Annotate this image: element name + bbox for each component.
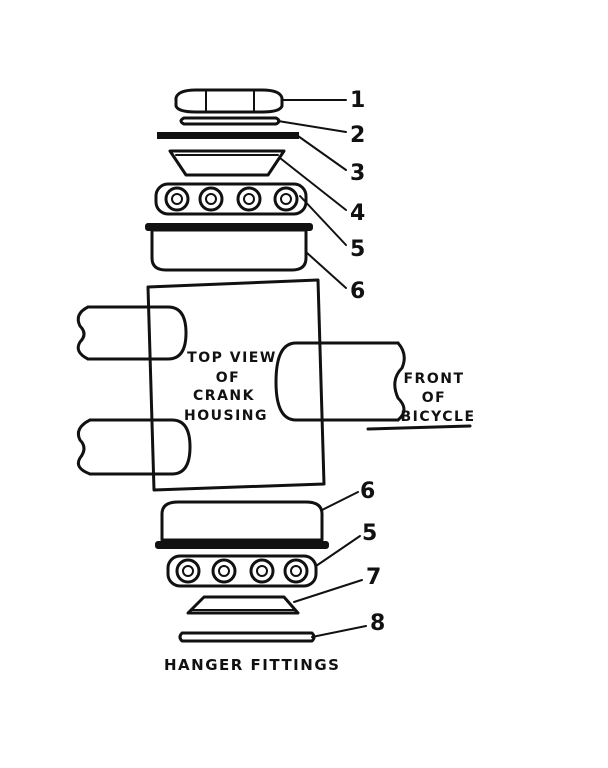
part-5-ball-retainer-top bbox=[154, 182, 308, 216]
left-lower-tube bbox=[76, 418, 192, 476]
callout-5-top: 5 bbox=[350, 237, 365, 262]
front-pointer-line bbox=[366, 424, 472, 431]
part-6-bearing-cup-bottom bbox=[155, 500, 329, 549]
callout-1: 1 bbox=[350, 88, 365, 113]
part-6-bearing-cup-top bbox=[145, 223, 313, 272]
callout-6-bottom: 6 bbox=[360, 479, 375, 504]
right-tube bbox=[274, 341, 406, 422]
part-8-axle bbox=[178, 631, 316, 643]
part-2-washer bbox=[179, 116, 281, 126]
part-4-adjustable-cone bbox=[168, 149, 286, 177]
diagram-caption: HANGER FITTINGS bbox=[164, 656, 340, 674]
leader-lines bbox=[277, 99, 367, 638]
callout-3: 3 bbox=[350, 161, 365, 186]
crank-housing bbox=[146, 278, 326, 492]
part-3-key-washer bbox=[157, 132, 299, 139]
front-of-bicycle-label: FRONT OF BICYCLE bbox=[400, 371, 475, 425]
housing-label-line4: HOUSING bbox=[184, 408, 268, 424]
housing-label-line2: OF bbox=[216, 370, 240, 386]
front-label-line2: OF bbox=[422, 390, 446, 406]
callout-4: 4 bbox=[350, 201, 365, 226]
callout-5-bottom: 5 bbox=[362, 521, 377, 546]
housing-label-line1: TOP VIEW bbox=[187, 350, 277, 366]
callout-7: 7 bbox=[366, 565, 381, 590]
part-7-fixed-cone bbox=[186, 595, 300, 615]
callout-2: 2 bbox=[350, 123, 365, 148]
front-label-line1: FRONT bbox=[403, 371, 464, 387]
housing-label: TOP VIEW OF CRANK HOUSING bbox=[184, 350, 277, 424]
part-5-ball-retainer-bottom bbox=[166, 554, 318, 588]
housing-label-line3: CRANK bbox=[193, 388, 255, 404]
callout-numbers: 1 2 3 4 5 6 6 5 7 8 bbox=[350, 88, 385, 636]
part-1-locknut bbox=[174, 88, 284, 114]
front-label-line3: BICYCLE bbox=[400, 409, 475, 425]
left-upper-tube bbox=[76, 305, 188, 361]
callout-8: 8 bbox=[370, 611, 385, 636]
callout-6-top: 6 bbox=[350, 279, 365, 304]
